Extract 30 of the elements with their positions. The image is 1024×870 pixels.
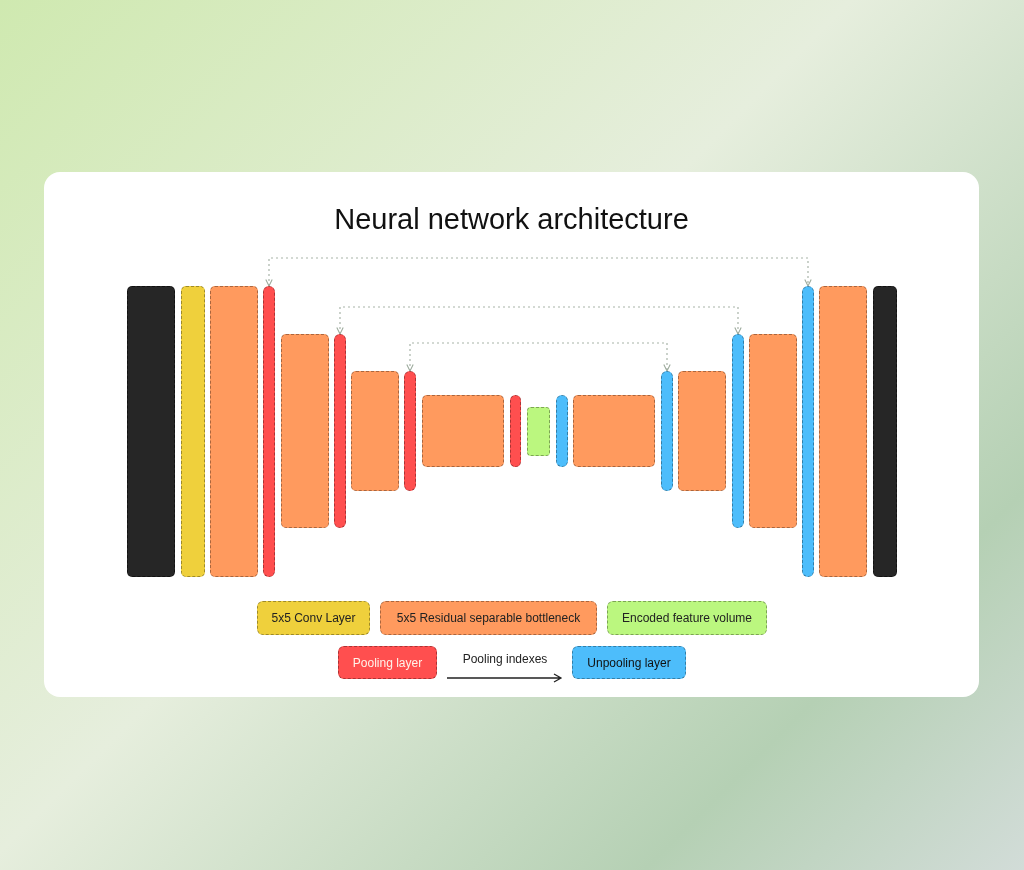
layer-bar	[873, 286, 897, 577]
skip-connection-arrow	[406, 342, 671, 372]
layer-bar	[556, 395, 568, 467]
layer-bar	[678, 371, 726, 491]
layer-bar	[510, 395, 521, 467]
legend-text: Pooling indexes	[461, 651, 549, 668]
layer-bar	[749, 334, 797, 528]
layer-bar	[819, 286, 867, 577]
layer-bar	[802, 286, 814, 577]
layer-bar	[210, 286, 258, 577]
layer-bar	[422, 395, 504, 467]
diagram-title: Neural network architecture	[333, 202, 690, 237]
layer-bar	[573, 395, 655, 467]
layer-bar	[527, 407, 550, 456]
legend-text: 5x5 Conv Layer	[271, 610, 356, 627]
layer-bar	[732, 334, 744, 528]
legend-text: Pooling layer	[352, 654, 423, 672]
layer-bar	[127, 286, 175, 577]
layer-bar	[661, 371, 673, 491]
legend-text: Encoded feature volume	[621, 610, 753, 627]
legend-text: 5x5 Residual separable bottleneck	[396, 610, 581, 627]
skip-connection-arrow	[336, 306, 742, 335]
layer-bar	[181, 286, 205, 577]
layer-bar	[263, 286, 275, 577]
layer-bar	[351, 371, 399, 491]
layer-bar	[281, 334, 329, 528]
layer-bar	[404, 371, 416, 491]
layer-bar	[334, 334, 346, 528]
legend-text: Unpooling layer	[587, 654, 671, 672]
skip-connection-arrow	[265, 257, 812, 287]
